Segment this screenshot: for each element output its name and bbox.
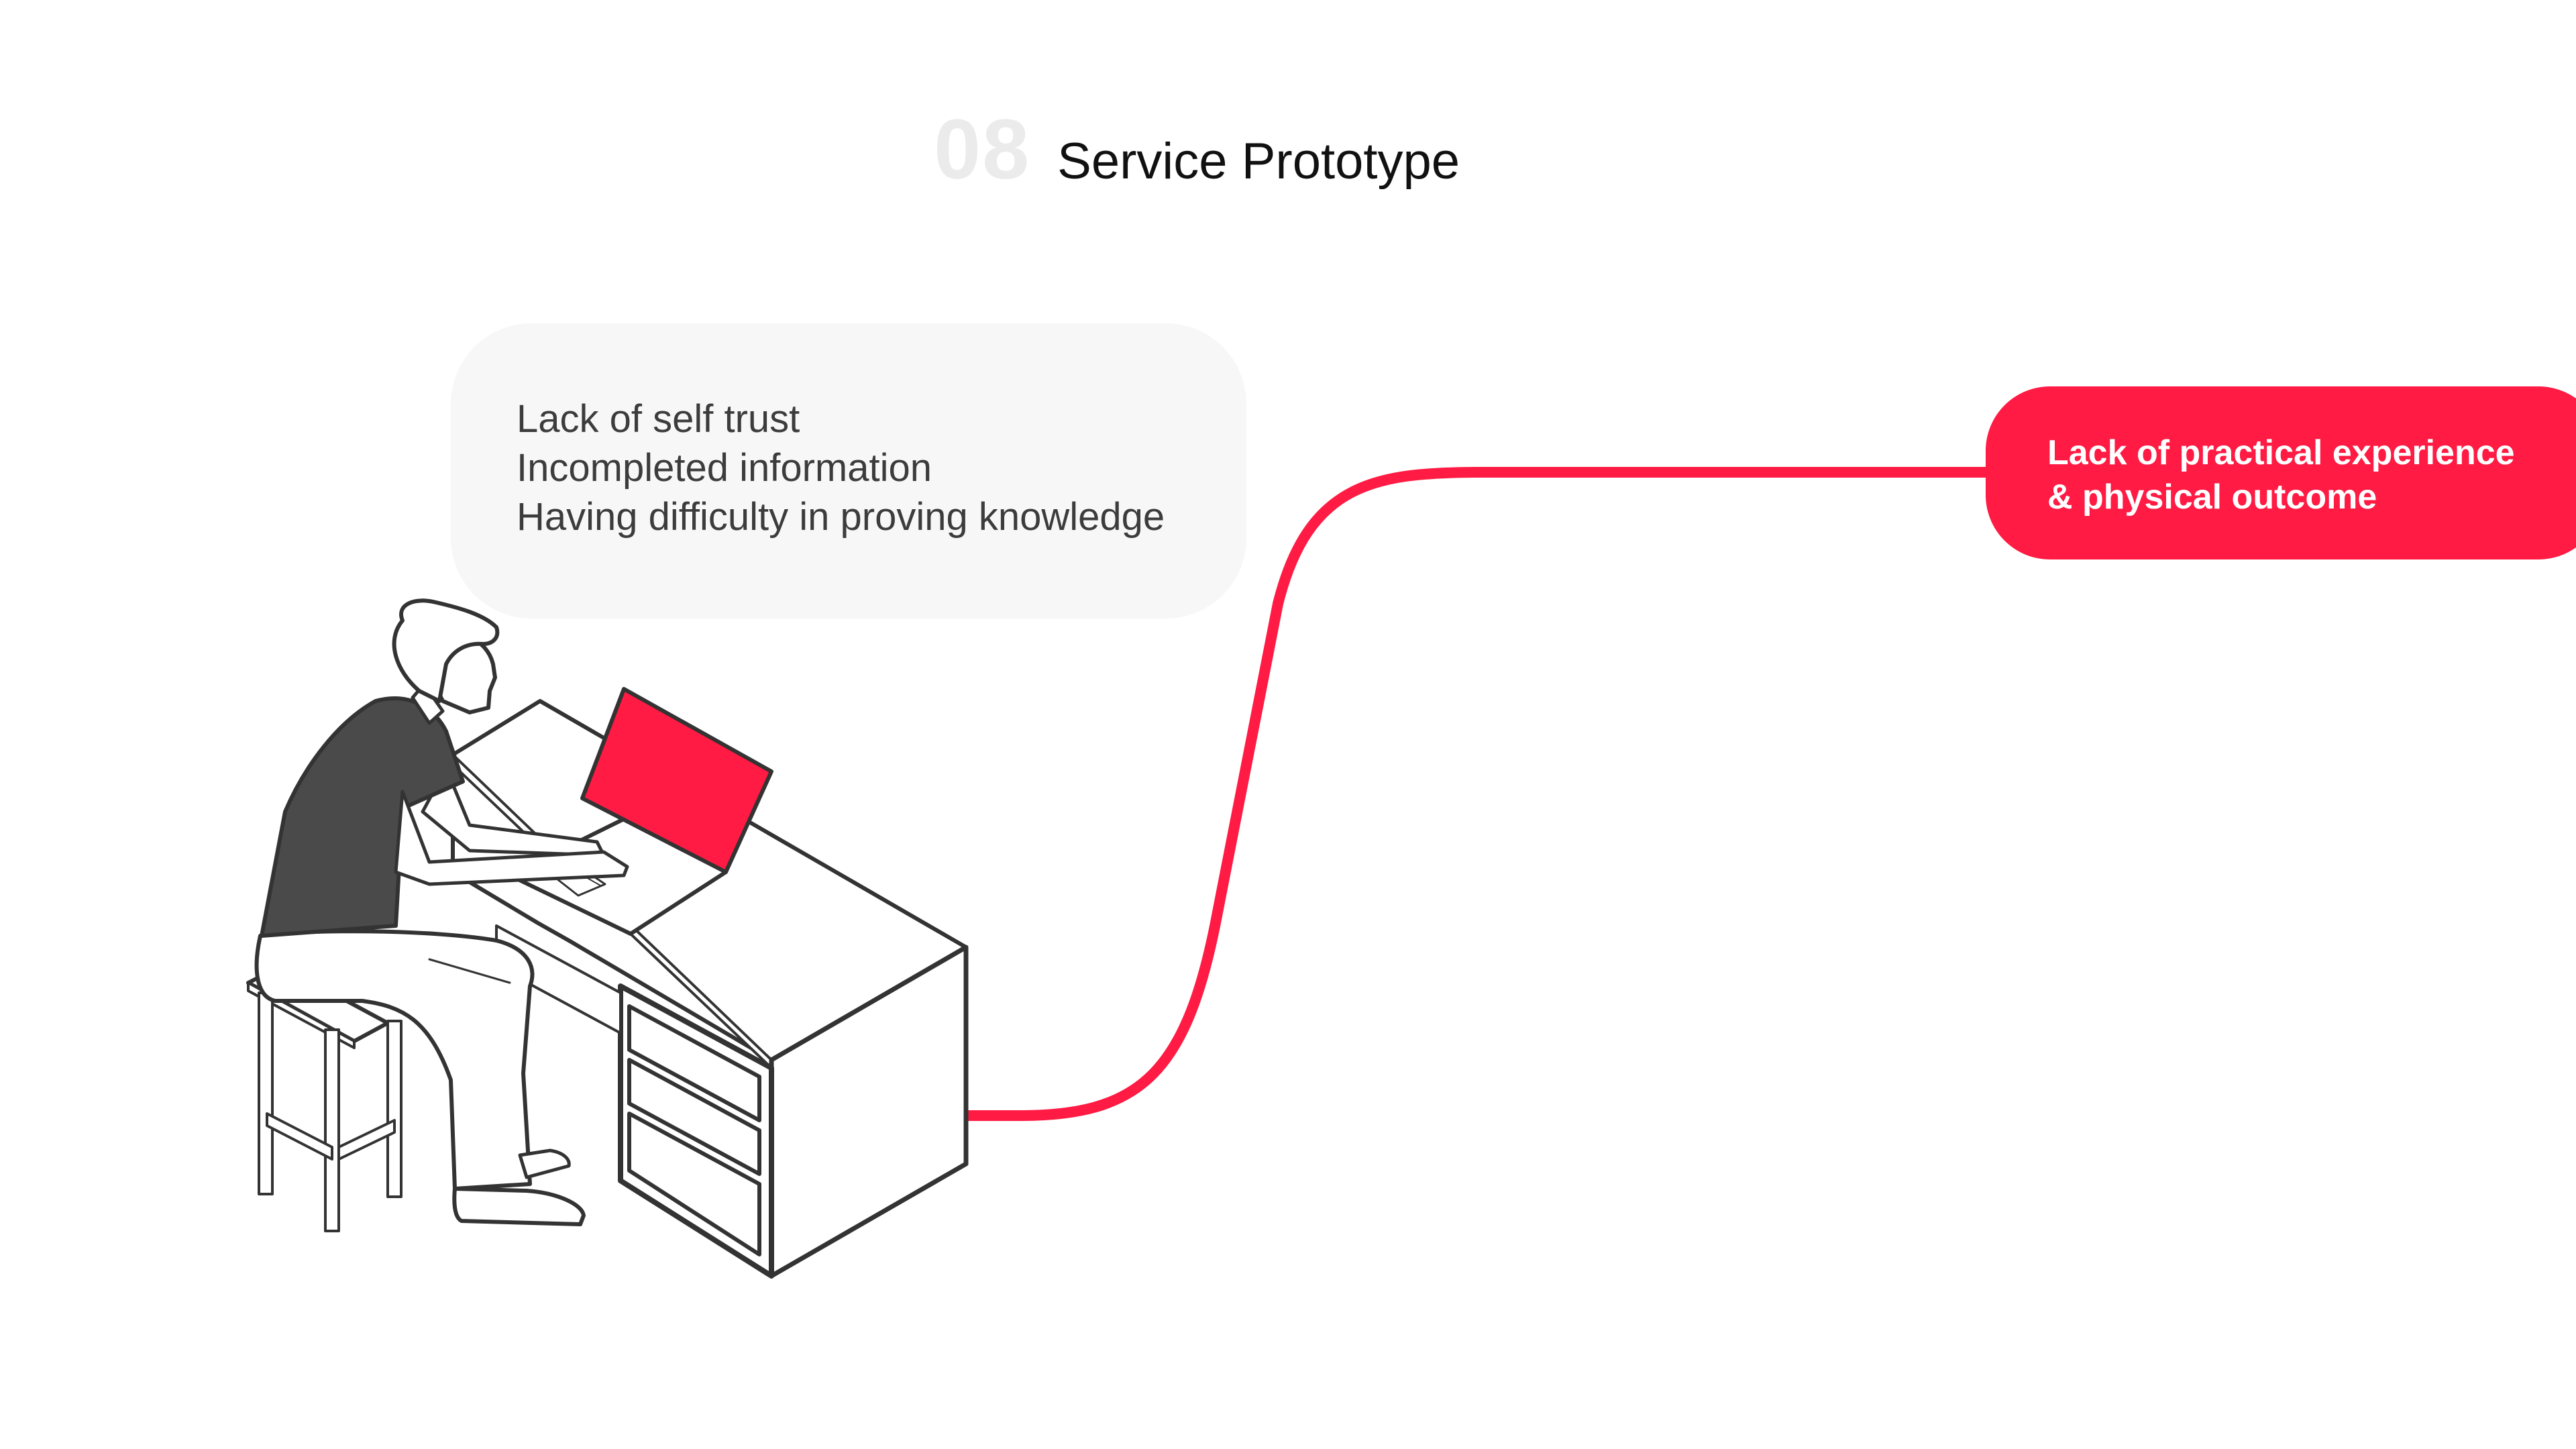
outcome-callout: Lack of practical experience & physical … — [1986, 386, 2576, 559]
pain-point-item: Incompleted information — [517, 446, 932, 490]
header: 08 Service Prototype — [934, 107, 1460, 201]
pain-point-item: Lack of self trust — [517, 397, 800, 441]
section-title: Service Prototype — [1057, 133, 1460, 190]
pain-point-item: Having difficulty in proving knowledge — [517, 495, 1165, 539]
pain-points-bubble: Lack of self trust Incompleted informati… — [451, 323, 1246, 619]
callout-line: Lack of practical experience — [2047, 433, 2515, 472]
curved-connector-line — [961, 467, 1998, 1121]
section-number: 08 — [934, 102, 1031, 197]
person-working-at-laptop-on-desk-icon — [246, 598, 969, 1279]
callout-line: & physical outcome — [2047, 478, 2377, 517]
